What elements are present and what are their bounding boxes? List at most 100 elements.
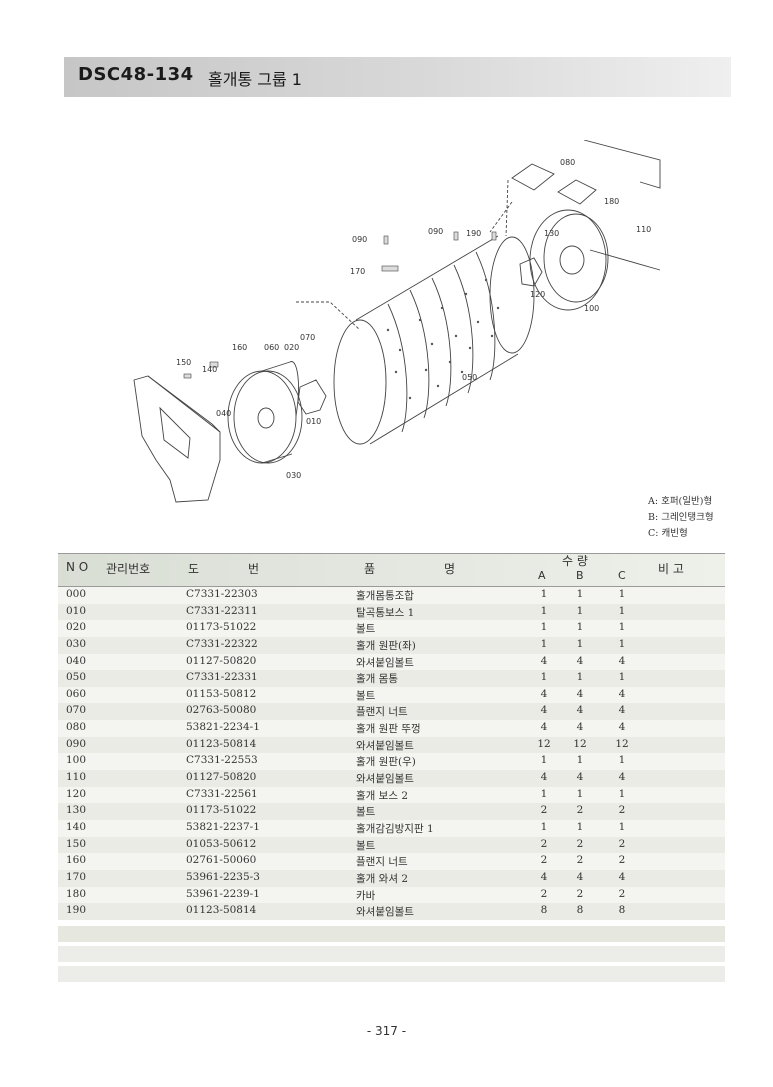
row-part-name: 볼트 (356, 623, 376, 636)
row-no: 020 (66, 621, 87, 634)
row-qty-c: 1 (618, 637, 626, 650)
row-qty-b: 4 (576, 771, 584, 784)
row-part-number: 01123-50814 (186, 904, 257, 917)
row-qty-c: 2 (618, 837, 626, 850)
row-qty-c: 4 (618, 721, 626, 734)
callout-label: 030 (286, 471, 301, 480)
callout-label: 190 (466, 229, 481, 238)
row-part-name: 탈곡통보스 1 (356, 606, 415, 619)
row-part-number: 02761-50060 (186, 854, 257, 867)
row-no: 010 (66, 604, 87, 617)
row-qty-b: 1 (576, 787, 584, 800)
row-qty-b: 2 (576, 837, 584, 850)
row-part-number: C7331-22331 (186, 671, 258, 684)
header-mgmt-number: 관리번호 (106, 562, 151, 576)
row-qty-c: 2 (618, 804, 626, 817)
row-no: 120 (66, 787, 87, 800)
row-qty-b: 1 (576, 604, 584, 617)
row-qty-a: 4 (540, 654, 548, 667)
header-no: N O (66, 560, 89, 574)
parts-table-header: N O 관리번호 도 번 품 명 수 량 A B C 비 고 (58, 553, 725, 587)
table-empty-band (58, 925, 725, 942)
header-name-1: 품 (364, 562, 376, 576)
header-drawing-2: 번 (248, 562, 260, 576)
row-part-name: 와셔붙임볼트 (356, 739, 414, 752)
row-part-name: 와셔붙임볼트 (356, 656, 414, 669)
legend-c: C: 캐빈형 (648, 528, 688, 539)
row-part-number: C7331-22322 (186, 637, 258, 650)
header-qty-a: A (538, 569, 546, 582)
row-no: 090 (66, 737, 87, 750)
row-part-name: 홀개 원판(우) (356, 756, 416, 769)
row-qty-b: 2 (576, 854, 584, 867)
header-drawing-1: 도 (188, 562, 200, 576)
row-qty-a: 1 (540, 637, 548, 650)
row-no: 130 (66, 804, 87, 817)
row-no: 190 (66, 904, 87, 917)
callout-label: 120 (530, 290, 545, 299)
header-band (64, 57, 731, 97)
row-part-name: 플랜지 너트 (356, 706, 408, 719)
row-qty-c: 1 (618, 820, 626, 833)
header-qty-b: B (576, 569, 584, 582)
row-part-number: 01127-50820 (186, 654, 257, 667)
row-part-name: 홀개 원판(좌) (356, 639, 416, 652)
row-qty-a: 2 (540, 804, 548, 817)
row-qty-b: 8 (576, 904, 584, 917)
row-part-name: 홀개 몸통 (356, 673, 398, 686)
row-part-number: C7331-22553 (186, 754, 258, 767)
exploded-parts-diagram: 080 180 110 090 190 130 090 170 120 100 … (133, 140, 661, 503)
row-part-name: 카바 (356, 889, 376, 902)
row-qty-c: 2 (618, 854, 626, 867)
page-number: - 317 - (366, 1024, 407, 1038)
row-qty-c: 8 (618, 904, 626, 917)
row-part-name: 볼트 (356, 806, 376, 819)
row-part-name: 플랜지 너트 (356, 856, 408, 869)
row-part-name: 와셔붙임볼트 (356, 906, 414, 919)
row-qty-a: 2 (540, 837, 548, 850)
variant-legend: A: 호퍼(일반)형 B: 그레인탱크형 C: 캐빈형 (648, 494, 714, 542)
left-end-disc (227, 370, 297, 464)
row-no: 070 (66, 704, 87, 717)
row-qty-a: 4 (540, 870, 548, 883)
row-qty-b: 4 (576, 687, 584, 700)
row-part-number: 53961-2235-3 (186, 870, 260, 883)
row-part-number: 02763-50080 (186, 704, 257, 717)
row-part-number: 01153-50812 (186, 687, 257, 700)
callout-label: 160 (232, 343, 247, 352)
row-part-number: 01123-50814 (186, 737, 257, 750)
row-qty-a: 1 (540, 787, 548, 800)
row-qty-b: 1 (576, 820, 584, 833)
row-qty-a: 1 (540, 588, 548, 600)
callout-label: 020 (284, 343, 299, 352)
row-qty-b: 1 (576, 588, 584, 600)
row-qty-a: 1 (540, 754, 548, 767)
cover-plate-080 (511, 163, 555, 191)
group-title: 홀개통 그룹 1 (208, 70, 302, 89)
row-qty-b: 4 (576, 870, 584, 883)
row-qty-b: 1 (576, 671, 584, 684)
row-qty-c: 12 (615, 737, 629, 750)
row-no: 040 (66, 654, 87, 667)
header-quantity: 수 량 (562, 554, 588, 568)
row-no: 160 (66, 854, 87, 867)
row-part-number: 01173-51022 (186, 621, 257, 634)
row-part-number: C7331-22311 (186, 604, 258, 617)
row-no: 110 (66, 771, 87, 784)
row-no: 100 (66, 754, 87, 767)
row-qty-a: 4 (540, 687, 548, 700)
row-qty-a: 4 (540, 771, 548, 784)
row-qty-b: 1 (576, 621, 584, 634)
legend-a: A: 호퍼(일반)형 (648, 496, 713, 507)
